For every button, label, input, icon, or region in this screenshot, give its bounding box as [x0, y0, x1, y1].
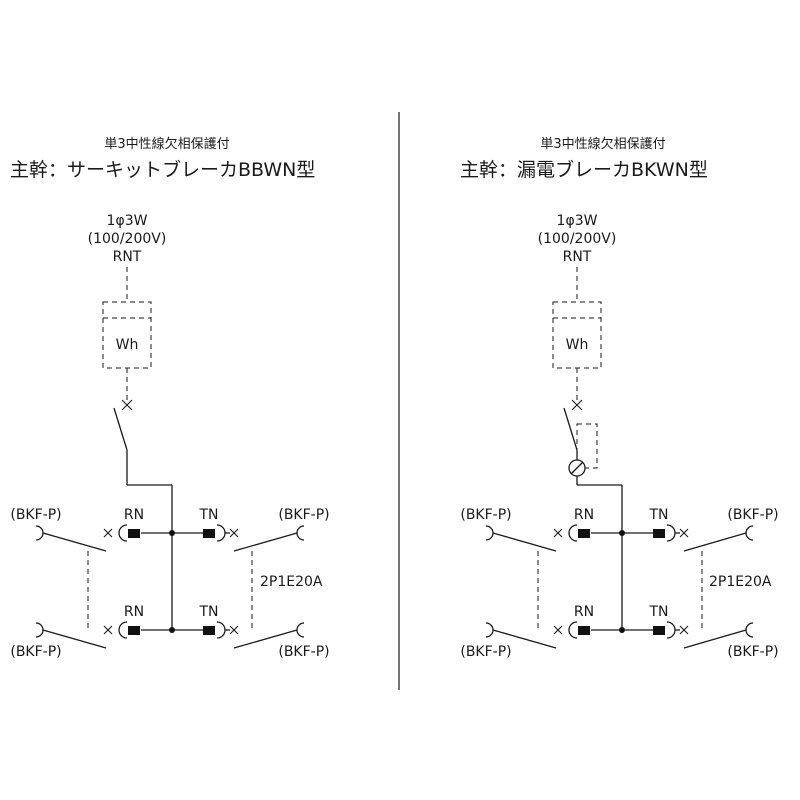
panel-circuit-breaker: 単3中性線欠相保護付 主幹：サーキットブレーカBBWN型 1φ3W (100/2… [10, 136, 330, 660]
branch-right-top-label: (BKF-P) [727, 507, 778, 523]
supply-voltage: (100/200V) [538, 231, 617, 247]
branch-left-top-label: (BKF-P) [460, 507, 511, 523]
supply-phases: RNT [563, 249, 592, 265]
panel-subtitle: 単3中性線欠相保護付 [104, 136, 229, 152]
supply-spec: 1φ3W [557, 213, 598, 229]
terminal-tn-bottom: TN [648, 604, 689, 639]
terminal-rn-top: RN [553, 507, 594, 542]
branch-rating: 2P1E20A [709, 574, 772, 590]
branch-right-bottom-label: (BKF-P) [278, 644, 329, 660]
supply-voltage: (100/200V) [88, 231, 167, 247]
rn-top-label: RN [124, 507, 144, 523]
main-breaker-symbol [113, 399, 172, 486]
main-elb-symbol [563, 399, 622, 486]
branch-rating: 2P1E20A [260, 574, 323, 590]
panel-earth-leakage-breaker: 単3中性線欠相保護付 主幹：漏電ブレーカBKWN型 1φ3W (100/200V… [460, 136, 779, 660]
rn-bottom-label: RN [124, 604, 144, 620]
terminal-tn-top: TN [648, 507, 689, 542]
watt-hour-meter: Wh [552, 301, 602, 369]
branch-breaker-left: (BKF-P) (BKF-P) [10, 507, 107, 660]
panel-subtitle: 単3中性線欠相保護付 [540, 136, 665, 152]
tn-bottom-label: TN [198, 604, 218, 620]
terminal-rn-top: RN [103, 507, 144, 542]
terminal-rn-bottom: RN [553, 604, 594, 639]
panel-title: 主幹：漏電ブレーカBKWN型 [460, 158, 708, 181]
terminal-tn-bottom: TN [198, 604, 239, 639]
branch-left-bottom-label: (BKF-P) [10, 644, 61, 660]
meter-label: Wh [566, 337, 589, 353]
branch-breaker-right: (BKF-P) 2P1E20A (BKF-P) [233, 507, 330, 660]
branch-breaker-right: (BKF-P) 2P1E20A (BKF-P) [683, 507, 779, 660]
rn-top-label: RN [574, 507, 594, 523]
bus-bars [141, 485, 203, 633]
branch-right-bottom-label: (BKF-P) [727, 644, 778, 660]
branch-right-top-label: (BKF-P) [278, 507, 329, 523]
meter-label: Wh [116, 337, 139, 353]
branch-left-top-label: (BKF-P) [10, 507, 61, 523]
bus-bars [591, 485, 653, 633]
terminal-tn-top: TN [198, 507, 239, 542]
tn-bottom-label: TN [648, 604, 668, 620]
watt-hour-meter: Wh [102, 301, 152, 369]
tn-top-label: TN [648, 507, 668, 523]
branch-left-bottom-label: (BKF-P) [460, 644, 511, 660]
supply-phases: RNT [113, 249, 142, 265]
panel-title: 主幹：サーキットブレーカBBWN型 [10, 158, 315, 181]
rn-bottom-label: RN [574, 604, 594, 620]
branch-breaker-left: (BKF-P) (BKF-P) [460, 507, 557, 660]
supply-spec: 1φ3W [107, 213, 148, 229]
terminal-rn-bottom: RN [103, 604, 144, 639]
tn-top-label: TN [198, 507, 218, 523]
